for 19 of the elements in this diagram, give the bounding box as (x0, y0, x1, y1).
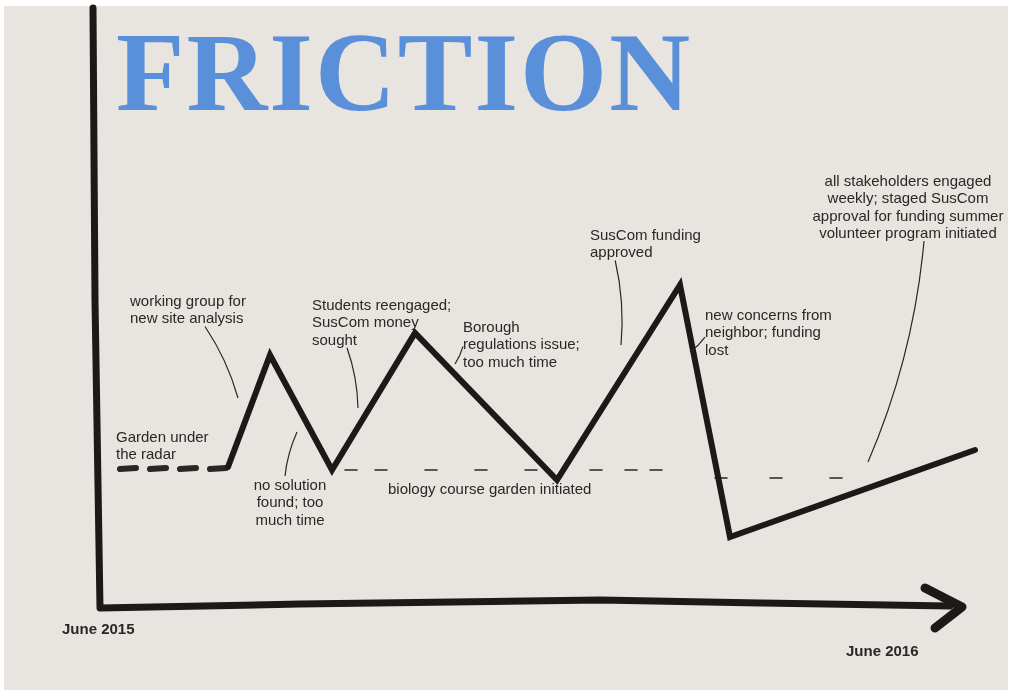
annotation: biology course garden initiated (388, 480, 592, 498)
leader-line (689, 336, 706, 353)
annotation: Garden under the radar (116, 428, 210, 463)
leader-line (284, 431, 298, 477)
leader-line (614, 259, 623, 346)
annotation: no solution found; too much time (240, 476, 340, 528)
annotation: Students reengaged; SusCom money sought (312, 296, 452, 348)
annotation: working group for new site analysis (130, 292, 255, 327)
leader-line (346, 347, 359, 409)
leader-line (454, 345, 464, 365)
leader-line (204, 325, 239, 399)
leader-line (867, 240, 925, 463)
title: FRICTION (116, 14, 693, 132)
annotation: all stakeholders engaged weekly; staged SusCom approval for funding summer volunteer program initiated (808, 172, 1008, 241)
axis-label: June 2015 (62, 620, 135, 638)
axis-label: June 2016 (846, 642, 919, 660)
annotation: SusCom funding approved (590, 226, 730, 261)
annotation: Borough regulations issue; too much time (463, 318, 593, 370)
annotation: new concerns from neighbor; funding lost (705, 306, 845, 358)
